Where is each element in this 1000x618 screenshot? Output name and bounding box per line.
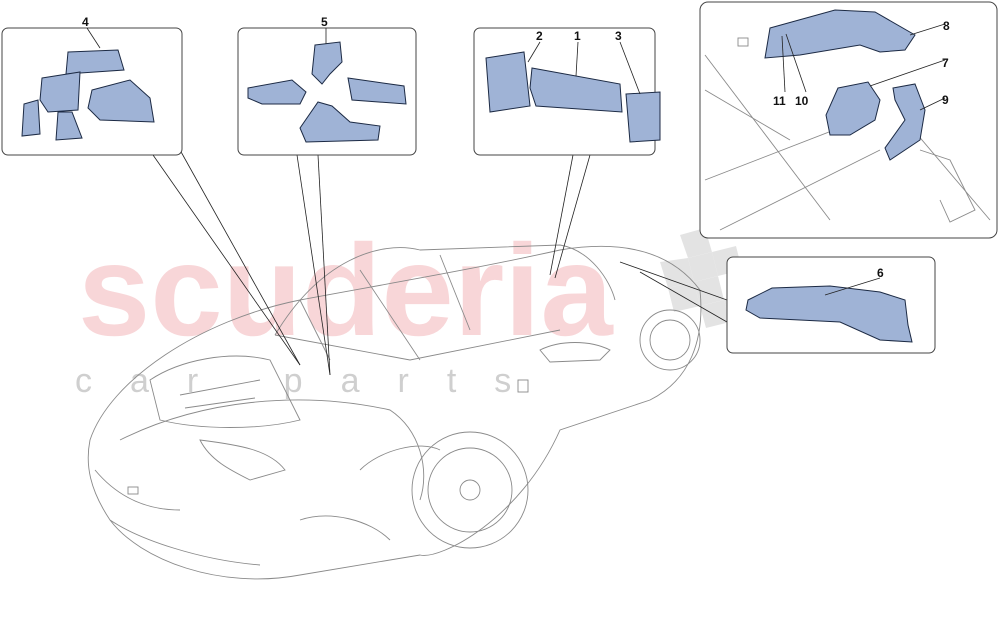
- watermark-car-parts: car parts: [75, 362, 549, 400]
- callout-11: 11: [773, 94, 786, 108]
- watermark: scuderia car parts: [75, 217, 750, 400]
- leader-lines: [152, 149, 728, 376]
- callout-2: 2: [536, 29, 543, 43]
- detail-box-1-2-3: 2 1 3: [473, 27, 661, 156]
- callout-7: 7: [942, 56, 949, 70]
- callout-3: 3: [615, 29, 622, 43]
- callout-6: 6: [877, 266, 884, 280]
- car-outline: [87, 244, 702, 580]
- detail-box-6: 6: [726, 256, 936, 354]
- detail-box-4: 4: [1, 15, 183, 156]
- callout-9: 9: [942, 93, 949, 107]
- callout-10: 10: [795, 94, 809, 108]
- watermark-scuderia: scuderia: [78, 217, 614, 363]
- callout-4: 4: [82, 15, 89, 29]
- detail-box-7-8-9-10-11: 8 7 9 11 10: [699, 1, 998, 239]
- callout-1: 1: [574, 29, 581, 43]
- detail-box-5: 5: [237, 15, 417, 156]
- callout-5: 5: [321, 15, 328, 29]
- callout-8: 8: [943, 19, 950, 33]
